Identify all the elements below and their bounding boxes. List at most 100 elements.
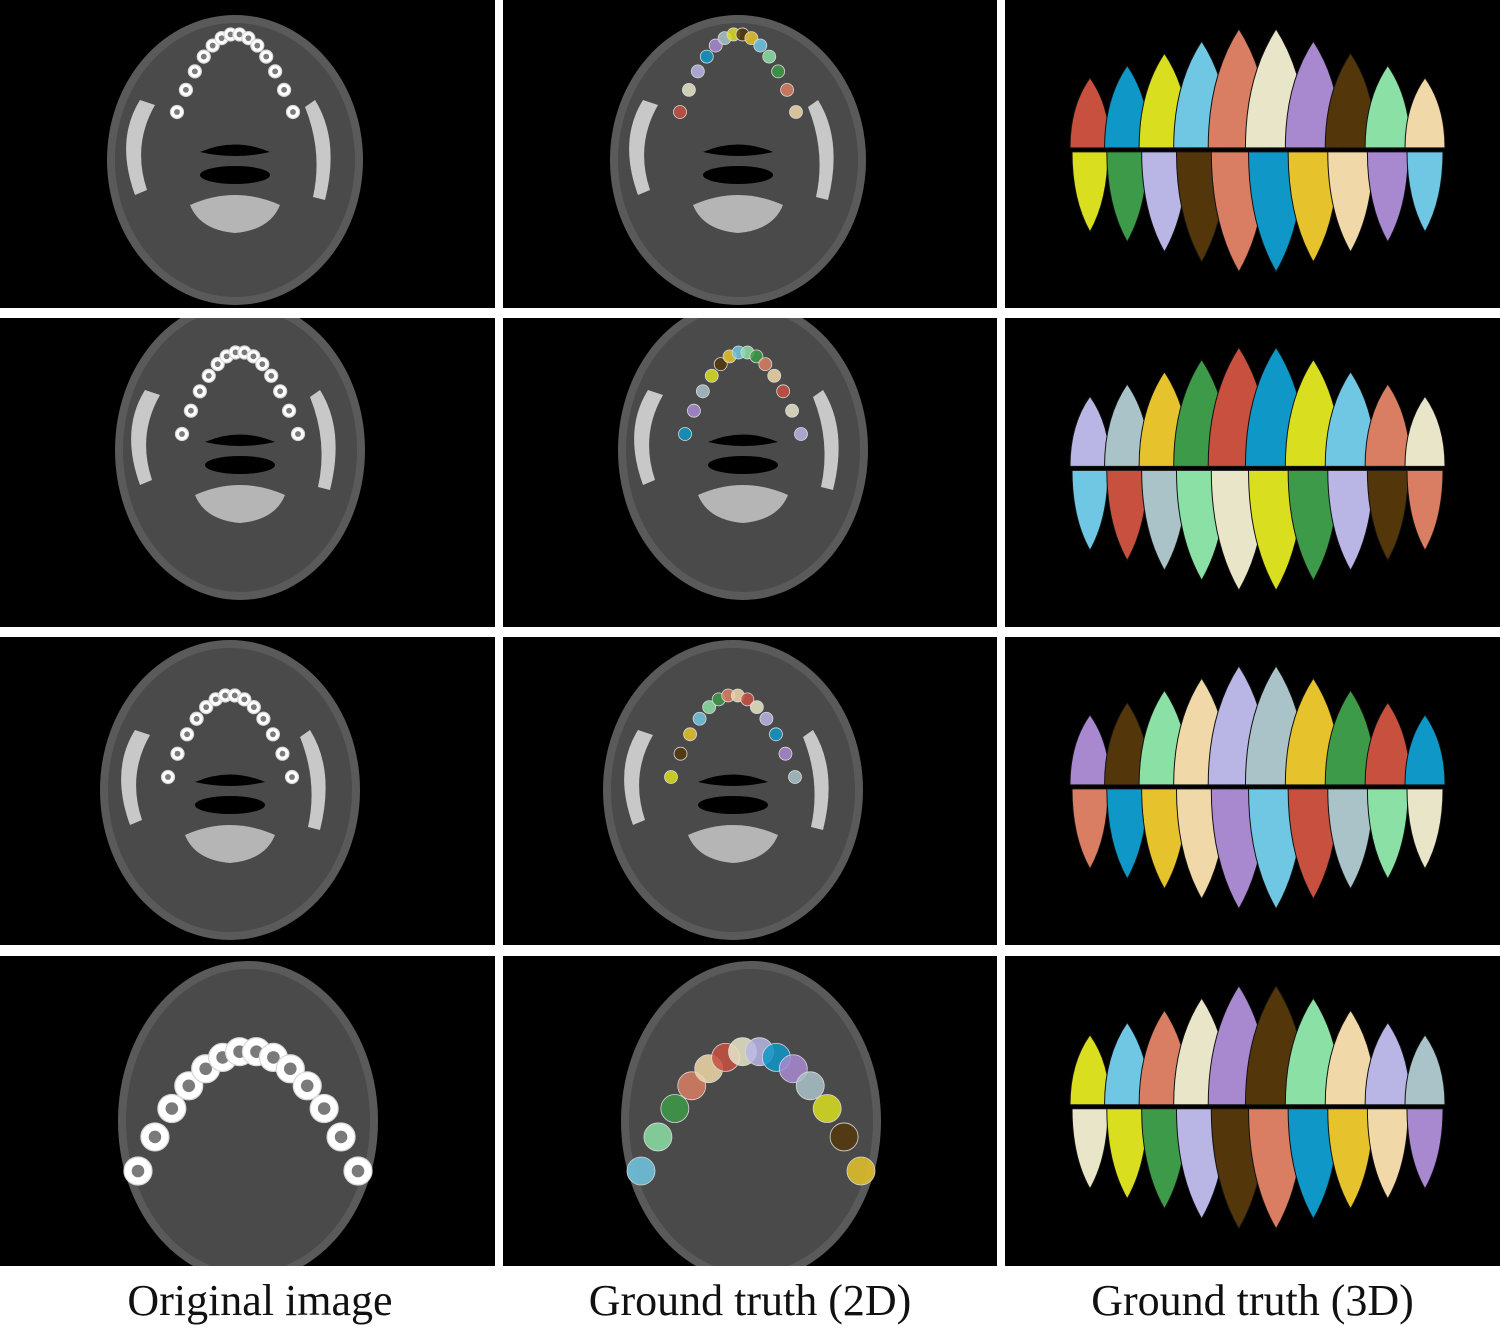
- tooth: [749, 700, 764, 715]
- ct-slice-segmented-row-2: [503, 318, 997, 627]
- tooth: [759, 711, 774, 726]
- ct-slice-original-row-1: [0, 0, 495, 308]
- airway: [200, 166, 270, 184]
- tooth: [660, 1094, 690, 1123]
- upper-tooth: [1069, 1033, 1111, 1106]
- tooth: [794, 427, 808, 441]
- vertebra: [195, 485, 285, 523]
- airway: [698, 796, 768, 814]
- tooth: [758, 357, 773, 372]
- vertebra: [185, 825, 275, 863]
- vertebra: [693, 195, 783, 233]
- mandible-ramus-right: [813, 390, 839, 490]
- airway: [708, 456, 778, 474]
- tooth: [769, 727, 783, 742]
- upper-tooth: [1364, 701, 1411, 786]
- mandible-ramus-right: [808, 100, 834, 200]
- tooth: [753, 38, 768, 53]
- mandible-ramus-right: [310, 390, 336, 490]
- lower-tooth: [1366, 469, 1409, 562]
- tooth: [678, 427, 692, 441]
- tooth: [829, 1122, 859, 1152]
- tooth: [789, 105, 803, 119]
- lower-tooth: [1327, 151, 1374, 253]
- mandible-ramus-left: [121, 730, 150, 825]
- lower-tooth: [1406, 151, 1444, 233]
- lower-tooth: [1366, 151, 1409, 243]
- tooth: [695, 384, 710, 399]
- lower-tooth: [1366, 1108, 1409, 1200]
- lower-tooth: [1406, 788, 1444, 870]
- ct-slice-original-row-2: [0, 318, 495, 627]
- tooth: [690, 64, 705, 79]
- tooth: [704, 368, 719, 383]
- column-label-ground-truth-3d: Ground truth (3D): [1091, 1276, 1414, 1325]
- tooth: [673, 746, 688, 761]
- tooth: [643, 1122, 673, 1152]
- teeth-3d-rendering-row-2: [1005, 318, 1500, 627]
- lower-tooth: [1071, 151, 1109, 233]
- tooth: [702, 700, 717, 715]
- lower-tooth: [1406, 1108, 1444, 1190]
- upper-tooth: [1364, 1021, 1411, 1106]
- teeth-3d-rendering-row-1: [1005, 0, 1500, 308]
- upper-tooth: [1364, 383, 1411, 467]
- mandible-ramus-left: [634, 390, 663, 485]
- airway: [195, 796, 265, 814]
- upper-tooth: [1404, 395, 1446, 467]
- vertebra: [698, 485, 788, 523]
- mandible-ramus-right: [305, 100, 331, 200]
- upper-tooth: [1069, 713, 1111, 786]
- tooth: [767, 368, 782, 383]
- column-label-ground-truth-2d: Ground truth (2D): [588, 1276, 912, 1325]
- mandible-ramus-left: [624, 730, 653, 825]
- tooth: [776, 384, 791, 399]
- mandible-ramus-left: [131, 390, 160, 485]
- ct-slice-original-row-3: [0, 637, 495, 945]
- mandible-ramus-left: [629, 100, 658, 195]
- upper-tooth: [1069, 76, 1111, 149]
- upper-tooth: [1404, 1033, 1446, 1106]
- ct-slice-segmented-row-1: [503, 0, 997, 308]
- airway: [703, 166, 773, 184]
- tooth: [683, 727, 697, 742]
- ct-slice-segmented-row-4: [503, 956, 997, 1266]
- lower-tooth: [1327, 1108, 1374, 1210]
- upper-tooth: [1069, 395, 1111, 467]
- teeth-3d-rendering-row-3: [1005, 637, 1500, 945]
- lower-tooth: [1071, 1108, 1109, 1190]
- tooth: [795, 1071, 825, 1101]
- lower-tooth: [1071, 788, 1109, 870]
- vertebra: [688, 825, 778, 863]
- lower-tooth: [1071, 469, 1109, 552]
- tooth: [673, 105, 687, 119]
- tooth: [778, 746, 793, 761]
- vertebra: [190, 195, 280, 233]
- tooth: [780, 82, 794, 97]
- tooth: [846, 1156, 876, 1186]
- upper-tooth: [1404, 713, 1446, 786]
- tooth: [708, 38, 723, 53]
- tooth: [771, 64, 786, 79]
- tooth: [740, 692, 755, 707]
- lower-tooth: [1327, 788, 1374, 890]
- tooth: [744, 31, 759, 46]
- tooth: [699, 49, 714, 64]
- mandible-ramus-right: [300, 730, 326, 830]
- upper-tooth: [1364, 64, 1411, 149]
- tooth: [762, 49, 777, 64]
- tooth: [692, 711, 707, 726]
- tooth: [713, 357, 728, 372]
- tooth: [626, 1156, 656, 1186]
- airway: [205, 456, 275, 474]
- lower-tooth: [1406, 469, 1444, 552]
- ct-slice-original-row-4: [0, 956, 495, 1266]
- mandible-ramus-left: [126, 100, 155, 195]
- tooth: [812, 1094, 842, 1123]
- upper-tooth: [1404, 76, 1446, 149]
- mandible-ramus-right: [803, 730, 829, 830]
- tooth: [682, 82, 696, 97]
- tooth: [785, 403, 799, 418]
- lower-tooth: [1366, 788, 1409, 880]
- ct-slice-segmented-row-3: [503, 637, 997, 945]
